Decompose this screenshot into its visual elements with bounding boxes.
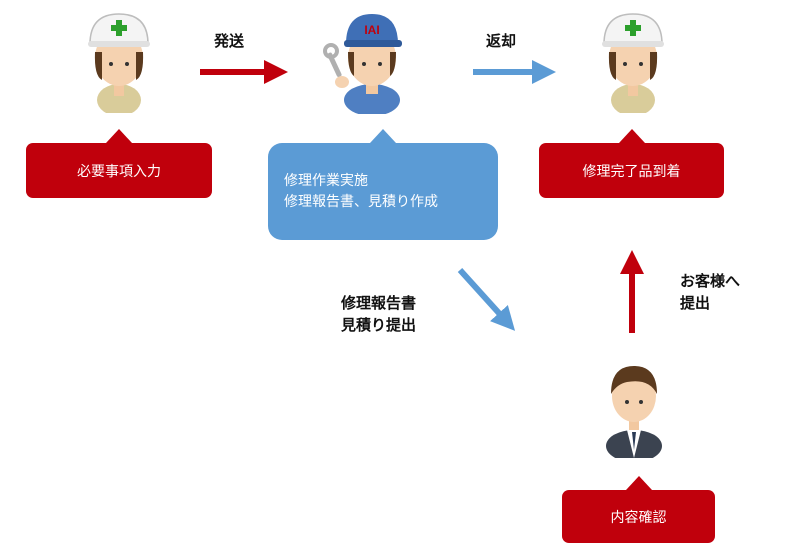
arrival-callout-label: 修理完了品到着 — [583, 161, 681, 181]
return-label: 返却 — [486, 30, 516, 52]
arrival-callout: 修理完了品到着 — [539, 143, 724, 198]
callout-pointer — [106, 129, 132, 143]
wrench-icon — [325, 45, 342, 78]
submit-report-label-line-2: 見積り提出 — [341, 314, 416, 336]
submit-report-label: 修理報告書 見積り提出 — [341, 292, 416, 336]
repair-callout: 修理作業実施 修理報告書、見積り作成 — [268, 143, 498, 240]
submit-customer-label-line-1: お客様へ — [680, 270, 740, 292]
confirm-callout: 内容確認 — [562, 490, 715, 543]
submit-report-label-line-1: 修理報告書 — [341, 292, 416, 314]
submit-customer-label-line-2: 提出 — [680, 292, 740, 314]
submit-report-arrow — [460, 270, 507, 322]
businessman-icon — [597, 358, 671, 458]
mechanic-icon: IAI — [318, 6, 418, 114]
input-callout: 必要事項入力 — [26, 143, 212, 198]
confirm-callout-label: 内容確認 — [611, 507, 667, 527]
callout-pointer — [370, 129, 396, 143]
worker-left-icon — [76, 8, 162, 113]
callout-pointer — [626, 476, 652, 490]
input-callout-label: 必要事項入力 — [77, 161, 161, 181]
callout-pointer — [619, 129, 645, 143]
submit-customer-label: お客様へ 提出 — [680, 270, 740, 314]
repair-callout-line-2: 修理報告書、見積り作成 — [284, 192, 438, 213]
ship-label: 発送 — [214, 30, 244, 52]
helmet-logo: IAI — [364, 23, 379, 37]
worker-right-icon — [590, 8, 676, 113]
repair-callout-line-1: 修理作業実施 — [284, 171, 438, 192]
